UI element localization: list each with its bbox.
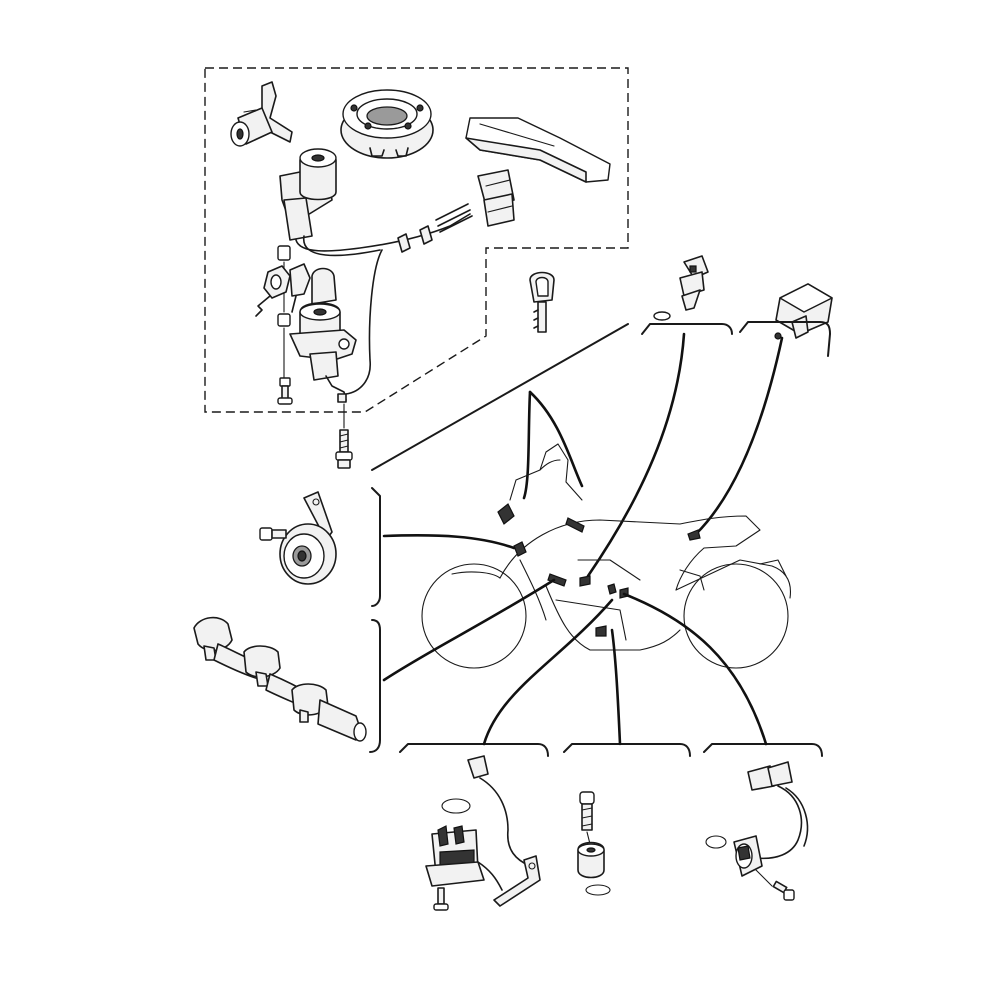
relay-icon[interactable]	[774, 283, 833, 340]
bolt-icon	[277, 377, 347, 405]
callout-bracket-relay	[739, 321, 831, 357]
motorcycle-icon	[421, 443, 792, 669]
callout-bracket-sensor	[641, 323, 733, 335]
leader-line-bolt	[610, 628, 622, 746]
speed-sensor-icon[interactable]	[425, 755, 541, 911]
leader-line-relay	[694, 336, 784, 536]
horn-icon[interactable]	[259, 491, 337, 585]
key-icon[interactable]	[255, 263, 311, 317]
lock-cylinder-icon[interactable]	[230, 81, 293, 147]
leader-line-horn	[382, 534, 516, 550]
handlebar-switch-icon[interactable]	[193, 616, 367, 742]
leader-line-main-switch	[528, 390, 584, 488]
seat-pad-icon[interactable]	[465, 117, 611, 183]
main-switch-group-boundary	[204, 67, 629, 413]
leader-line-sensor	[586, 332, 686, 578]
screw-icon	[335, 403, 353, 469]
spare-key-icon[interactable]	[529, 271, 555, 333]
collar-bolt-icon[interactable]	[577, 791, 611, 896]
callout-bracket-speed-sensor	[399, 743, 549, 757]
callout-bracket-handlebar	[369, 619, 381, 753]
callout-bracket-main-switch	[371, 323, 629, 471]
leader-line-handlebar	[382, 578, 556, 682]
washer-icon	[277, 245, 291, 379]
callout-bracket-horn	[371, 487, 381, 607]
leader-line-speed-sensor	[482, 598, 614, 746]
ignition-switch-icon[interactable]	[279, 148, 515, 395]
leader-line-neutral-switch	[622, 592, 768, 746]
steering-lock-icon[interactable]	[289, 267, 357, 401]
neutral-switch-icon[interactable]	[705, 761, 809, 901]
fuel-cap-icon[interactable]	[340, 89, 434, 159]
callout-bracket-bolt	[563, 743, 691, 757]
sensor-icon[interactable]	[653, 255, 709, 321]
callout-bracket-neutral-switch	[703, 743, 823, 757]
leader-line-main-switch-2	[522, 390, 532, 500]
